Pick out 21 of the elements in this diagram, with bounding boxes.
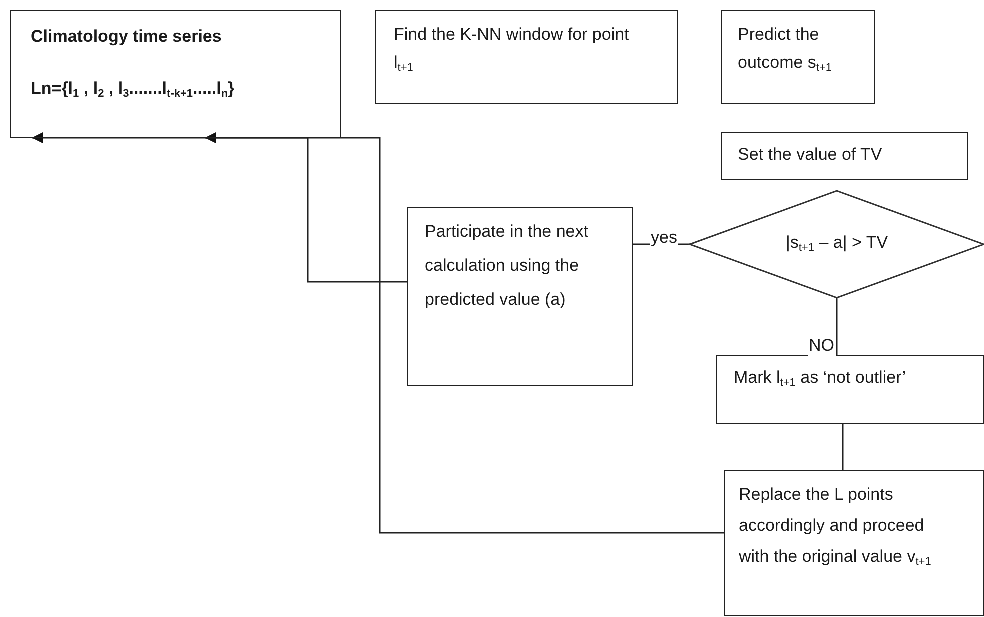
process-box — [10, 10, 341, 138]
box-text: Participate in the next calculation using the predicted value (a) — [425, 221, 590, 311]
arrow — [205, 132, 407, 283]
edge-label: NO — [808, 336, 836, 356]
process-box — [721, 132, 968, 180]
box-text: Set the value of TV — [738, 144, 884, 166]
box-text: Replace the L points accordingly and proceed with the original value v$_{t+1}$ — [739, 484, 932, 570]
process-box — [407, 207, 633, 386]
box-heading: Climatology time series — [31, 26, 223, 48]
box-text: Ln={l$_{1}$ , l$_{2}$ , l$_{3}$.......l$_{t-k+1}$.....l$_{n}$} — [31, 78, 236, 102]
box-text: |s$_{t+1}$ – a| > TV — [784, 232, 890, 256]
process-box — [375, 10, 678, 104]
box-text: Predict the outcome s$_{t+1}$ — [738, 24, 834, 76]
box-text: Find the K-NN window for point l$_{t+1}$ — [394, 24, 630, 76]
process-box — [721, 10, 875, 104]
process-box — [716, 355, 984, 424]
connector-line — [836, 298, 838, 355]
arrow — [32, 132, 724, 534]
process-box — [724, 470, 984, 616]
box-text: Mark l$_{t+1}$ as ‘not outlier’ — [734, 367, 908, 391]
connector-line — [842, 424, 844, 470]
